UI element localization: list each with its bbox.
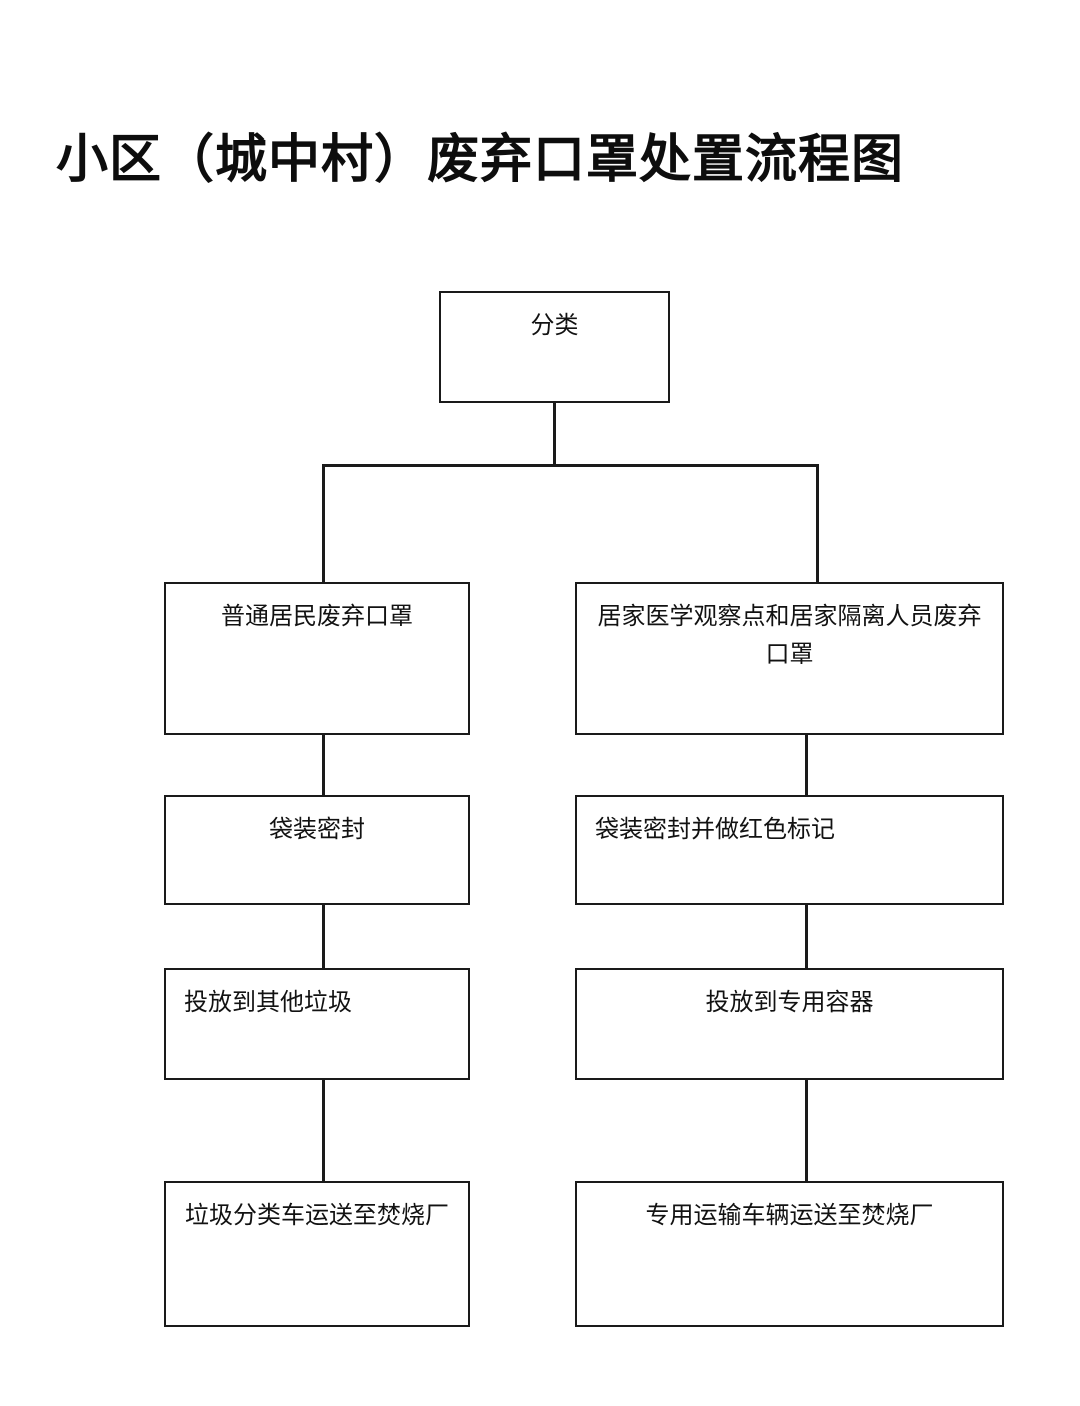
connector-split-to-left-branch <box>322 464 325 582</box>
node-left-other-waste-bin: 投放到其他垃圾 <box>164 968 470 1080</box>
node-left-transport-to-incinerator: 垃圾分类车运送至焚烧厂 <box>164 1181 470 1327</box>
connector-right-step1-to-step2 <box>805 735 808 795</box>
node-right-dedicated-container: 投放到专用容器 <box>575 968 1004 1080</box>
node-right-transport-to-incinerator: 专用运输车辆运送至焚烧厂 <box>575 1181 1004 1327</box>
page-title: 小区（城中村）废弃口罩处置流程图 <box>56 131 905 189</box>
node-left-other-waste-bin-label: 投放到其他垃圾 <box>184 989 352 1016</box>
connector-root-stem <box>553 403 556 466</box>
node-left-transport-to-incinerator-label: 垃圾分类车运送至焚烧厂 <box>185 1202 449 1229</box>
node-left-bag-and-seal-label: 袋装密封 <box>269 816 365 843</box>
connector-right-step2-to-step3 <box>805 905 808 968</box>
node-classification: 分类 <box>439 291 670 403</box>
connector-left-step1-to-step2 <box>322 735 325 795</box>
node-classification-label: 分类 <box>530 312 579 339</box>
connector-right-step3-to-step4 <box>805 1080 808 1181</box>
node-left-resident-masks: 普通居民废弃口罩 <box>164 582 470 735</box>
node-right-transport-to-incinerator-label: 专用运输车辆运送至焚烧厂 <box>645 1202 934 1229</box>
node-right-quarantine-masks-label: 居家医学观察点和居家隔离人员废弃口罩 <box>597 603 982 668</box>
connector-left-step3-to-step4 <box>322 1080 325 1181</box>
node-right-quarantine-masks: 居家医学观察点和居家隔离人员废弃口罩 <box>575 582 1004 735</box>
node-left-resident-masks-label: 普通居民废弃口罩 <box>221 603 413 630</box>
connector-split-to-right-branch <box>816 464 819 582</box>
connector-left-step2-to-step3 <box>322 905 325 968</box>
node-right-bag-seal-red-mark: 袋装密封并做红色标记 <box>575 795 1004 905</box>
node-left-bag-and-seal: 袋装密封 <box>164 795 470 905</box>
connector-split-bar <box>322 464 819 467</box>
node-right-bag-seal-red-mark-label: 袋装密封并做红色标记 <box>595 816 835 843</box>
node-right-dedicated-container-label: 投放到专用容器 <box>705 989 874 1016</box>
